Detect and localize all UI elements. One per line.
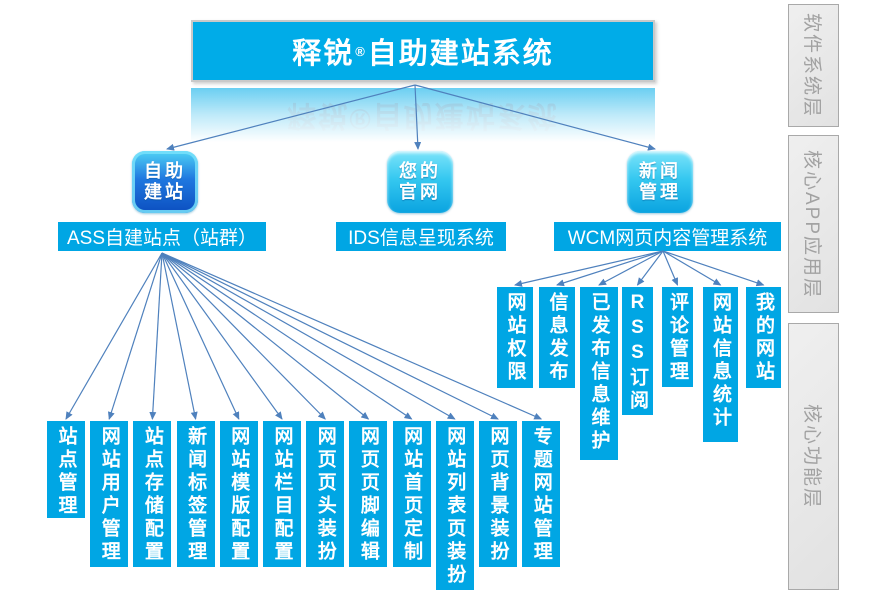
banner-reflection-copy: 释锐®自助建站系统	[191, 88, 655, 142]
registered-mark: ®	[355, 43, 367, 59]
wcm-child-box: 网站权限	[497, 287, 533, 388]
ass-child-box: 站点管理	[47, 421, 85, 518]
wcm-child-box: RSS订阅	[622, 287, 653, 415]
ass-child-box: 网页页头装扮	[306, 421, 345, 567]
app-icon-text-line2: 建站	[144, 182, 186, 202]
ass-child-label: 网页背景装扮	[487, 426, 509, 564]
wcm-child-box: 我的网站	[746, 287, 781, 388]
app-label-ass: ASS自建站点（站群）	[58, 222, 266, 251]
app-label-ids: IDS信息呈现系统	[336, 222, 506, 251]
title-suffix: 自助建站系统	[367, 38, 554, 70]
layer-label: 核心功能层	[801, 403, 823, 510]
wcm-child-label: 网站权限	[504, 292, 526, 384]
layer-box: 核心功能层	[788, 323, 839, 590]
wcm-child-label: RSS订阅	[627, 292, 648, 413]
layer-box: 软件系统层	[788, 4, 839, 127]
ass-child-label: 网站模版配置	[228, 426, 250, 564]
ass-child-label: 站点管理	[55, 426, 77, 518]
app-icon-text-line1: 新闻	[639, 161, 681, 181]
app-icon-ids: 您的官网	[387, 151, 453, 213]
ass-child-box: 网页背景装扮	[479, 421, 517, 567]
ass-child-box: 网站栏目配置	[263, 421, 301, 567]
title-prefix: 释锐	[292, 38, 355, 70]
ass-child-box: 网页页脚编辑	[349, 421, 388, 567]
wcm-child-label: 信息发布	[546, 292, 568, 384]
wcm-child-label: 网站信息统计	[710, 292, 731, 430]
ass-child-box: 网站用户管理	[90, 421, 129, 567]
layer-label: 软件系统层	[801, 12, 823, 119]
wcm-child-label: 评论管理	[667, 292, 688, 384]
wcm-child-label: 已发布信息维护	[588, 292, 610, 453]
app-icon-ass: 自助建站	[132, 151, 198, 213]
ass-child-label: 专题网站管理	[530, 426, 552, 564]
ass-child-box: 网站列表页装扮	[435, 421, 474, 590]
ass-child-label: 新闻标签管理	[185, 426, 207, 564]
ass-child-label: 网站列表页装扮	[444, 426, 466, 587]
ass-child-box: 网站模版配置	[219, 421, 258, 567]
ass-child-label: 网站首页定制	[401, 426, 423, 564]
ass-child-box: 专题网站管理	[522, 421, 561, 567]
app-icon-text-line2: 官网	[399, 182, 441, 202]
ass-child-label: 站点存储配置	[141, 426, 163, 564]
layer-label: 核心APP应用层	[801, 149, 822, 299]
banner-reflection: 释锐®自助建站系统	[191, 88, 655, 142]
wcm-child-box: 网站信息统计	[703, 287, 738, 442]
app-icon-wcm: 新闻管理	[627, 151, 693, 213]
ass-child-label: 网页页脚编辑	[357, 426, 379, 564]
app-icon-text-line2: 管理	[639, 182, 681, 202]
wcm-child-box: 信息发布	[539, 287, 575, 388]
app-icon-text-line1: 自助	[144, 161, 186, 181]
wcm-child-box: 评论管理	[662, 287, 693, 387]
ass-child-box: 网站首页定制	[392, 421, 431, 567]
wcm-child-box: 已发布信息维护	[580, 287, 618, 460]
ass-child-box: 新闻标签管理	[176, 421, 215, 567]
ass-child-label: 网站栏目配置	[271, 426, 293, 564]
system-title-banner: 释锐®自助建站系统	[191, 20, 655, 82]
ass-child-box: 站点存储配置	[133, 421, 172, 567]
ass-child-label: 网页页头装扮	[314, 426, 336, 564]
app-icon-text-line1: 您的	[399, 161, 441, 181]
ass-child-label: 网站用户管理	[98, 426, 120, 564]
wcm-child-label: 我的网站	[753, 292, 774, 384]
layer-box: 核心APP应用层	[788, 135, 839, 313]
app-label-wcm: WCM网页内容管理系统	[554, 222, 781, 251]
